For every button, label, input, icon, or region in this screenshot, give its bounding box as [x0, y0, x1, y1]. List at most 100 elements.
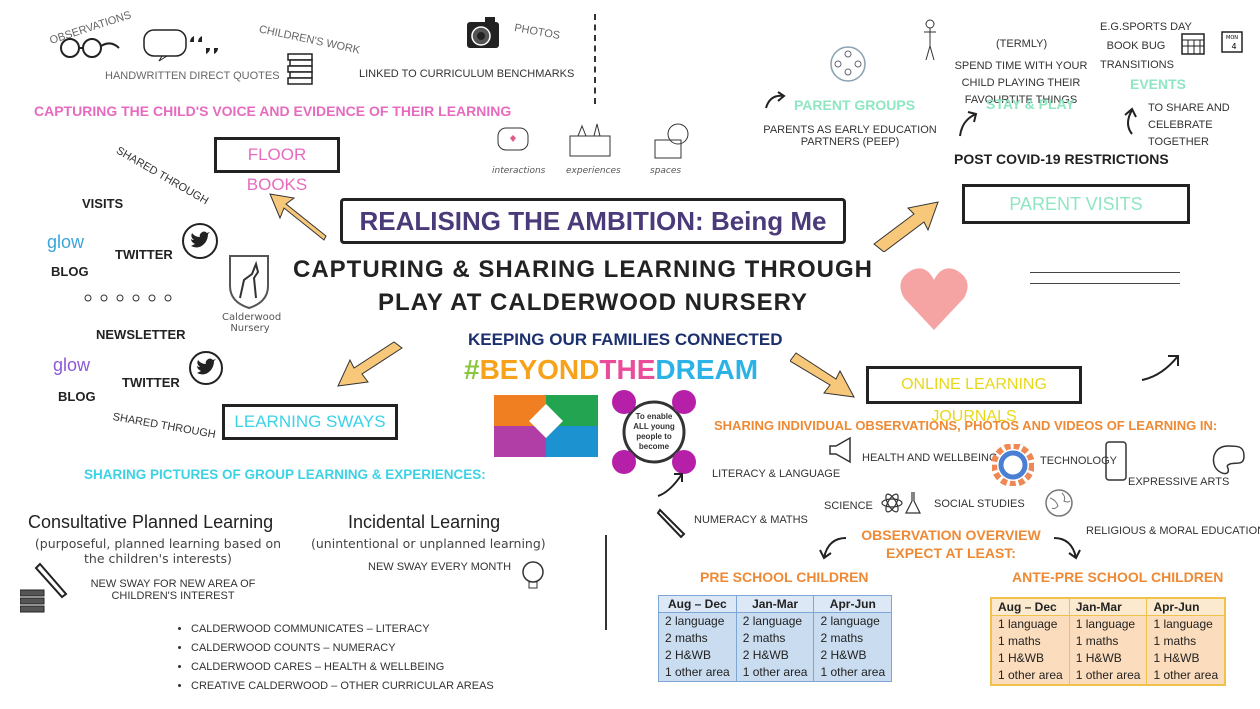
- hash: #: [464, 354, 480, 385]
- area-expressive-arts: Expressive Arts: [1128, 476, 1230, 488]
- dots-separator: [84, 294, 172, 302]
- photos-label: Photos: [513, 22, 561, 42]
- curricular-bullets: Calderwood Communicates – LiteracyCalder…: [175, 620, 494, 696]
- header-cell: Aug – Dec: [658, 595, 737, 613]
- cell: 1 language: [990, 615, 1070, 633]
- cell: 1 other area: [658, 664, 737, 682]
- incidental-note: New sway every month: [368, 561, 512, 573]
- cell: 2 maths: [658, 630, 737, 647]
- four-capacities-graphic: To enable ALL young people to become: [606, 388, 702, 476]
- cell: 1 language: [1146, 615, 1226, 633]
- capacities-text: To enable ALL young people to become: [633, 412, 675, 451]
- floor-books-banner: FLOOR BOOKS: [214, 137, 340, 194]
- peep-label: Parents as Early Education Partners (PEE…: [763, 124, 937, 148]
- cell: 1 H&WB: [1146, 650, 1226, 667]
- incidental-desc: (unintentional or unplanned learning): [311, 536, 546, 551]
- sways-twitter: TWITTER: [122, 375, 180, 390]
- arrow-to-parent-visits: [873, 201, 939, 252]
- capacities-ring: [612, 390, 696, 474]
- bullet-item: Calderwood Cares – Health & Wellbeing: [191, 658, 494, 677]
- floor-books-twitter: TWITTER: [115, 247, 173, 262]
- cell: 1 other area: [990, 667, 1070, 685]
- consultative-note: New sway for new area of children's inte…: [90, 578, 256, 602]
- cell: 1 H&WB: [1068, 650, 1148, 667]
- capturing-heading: CAPTURING THE CHILD'S VOICE AND EVIDENCE…: [34, 103, 512, 119]
- cell: 1 maths: [1146, 633, 1226, 650]
- cell: 2 language: [735, 612, 815, 630]
- interactions-icon: interactions: [492, 166, 546, 176]
- floor-books-visits: VISITS: [82, 196, 124, 211]
- camera-icon: [467, 17, 499, 48]
- cell: 1 other area: [1146, 667, 1226, 685]
- cell: 2 H&WB: [735, 647, 815, 664]
- spaces-icon: spaces: [650, 166, 682, 176]
- event-example: Transitions: [1100, 59, 1174, 71]
- arrow-icon: [1141, 355, 1179, 381]
- parent-child-icon: [924, 19, 936, 61]
- cell: 1 H&WB: [990, 650, 1070, 667]
- bullet-item: Creative Calderwood – Other curricular a…: [191, 677, 494, 696]
- atom-flask-icon: [881, 492, 921, 514]
- area-rme: Religious & Moral Education: [1086, 525, 1260, 537]
- header-cell: Jan-Mar: [735, 595, 815, 613]
- stay-play-desc: Spend time with your child playing their…: [954, 60, 1088, 106]
- cell: 2 H&WB: [813, 647, 893, 664]
- cell: 1 other area: [813, 664, 893, 682]
- glow-logo: glow: [47, 232, 85, 252]
- events-examples: E.G.Sports dayBook bugTransitions: [1100, 18, 1192, 75]
- twitter-icon: [182, 223, 218, 259]
- benchmarks-label: Linked to curriculum benchmarks: [359, 68, 575, 80]
- megaphone-icon: [829, 436, 851, 464]
- cell: 1 maths: [1068, 633, 1148, 650]
- area-social-studies: Social Studies: [934, 498, 1025, 510]
- cell: 1 maths: [990, 633, 1070, 650]
- area-literacy: Literacy & Language: [712, 468, 841, 480]
- arrow-up-icon: [959, 111, 978, 137]
- events-desc: To share and celebrate together: [1148, 102, 1230, 148]
- cell: 2 language: [813, 612, 893, 630]
- learning-environment-icons: [497, 123, 689, 159]
- floor-books-blog: BLOG: [51, 264, 89, 279]
- parent-visits-banner: PARENT VISITS: [962, 184, 1190, 224]
- cell: 2 H&WB: [658, 647, 737, 664]
- handwritten-quotes-label: Handwritten direct quotes: [105, 70, 280, 82]
- pre-school-title: PRE SCHOOL CHILDREN: [700, 569, 869, 585]
- ambition-banner: REALISING THE AMBITION: Being Me: [340, 198, 846, 244]
- keeping-connected: KEEPING OUR FAMILIES CONNECTED: [468, 330, 783, 349]
- calendar-day: MON: [1226, 35, 1238, 41]
- calendar-num: 4: [1231, 42, 1236, 51]
- arrow-icon-2: [657, 473, 683, 497]
- logo-sub: Nursery: [230, 323, 270, 334]
- termly-label: (Termly): [996, 38, 1048, 50]
- beyond: BEYOND: [479, 354, 600, 385]
- sways-heading: SHARING PICTURES OF GROUP LEARNING & EXP…: [84, 467, 486, 482]
- journals-heading: SHARING INDIVIDUAL OBSERVATIONS, PHOTOS …: [714, 418, 1218, 433]
- lightbulb-icon: [522, 561, 544, 589]
- pencil-icon: [656, 508, 686, 539]
- parent-groups-label: PARENT GROUPS: [794, 97, 916, 113]
- stay-play-label: STAY & PLAY: [986, 96, 1075, 112]
- post-covid-label: POST COVID-19 RESTRICTIONS: [954, 151, 1169, 167]
- event-example: E.G.Sports day: [1100, 21, 1192, 33]
- learning-sways-banner: LEARNING SWAYS: [222, 404, 398, 440]
- cell: 1 other area: [735, 664, 815, 682]
- bullet-item: Calderwood Communicates – Literacy: [191, 620, 494, 639]
- area-numeracy: Numeracy & Maths: [694, 514, 808, 526]
- calderwood-logo-icon: [229, 255, 269, 310]
- speech-bubble-icon: [143, 29, 218, 62]
- wellbeing-wheel-icon: [992, 444, 1034, 486]
- consultative-desc: (purposeful, planned learning based on t…: [34, 536, 282, 566]
- ante-pre-school-title: ANTE-PRE SCHOOL CHILDREN: [1012, 569, 1224, 585]
- cell: 2 language: [658, 612, 737, 630]
- dream: DREAM: [655, 354, 759, 385]
